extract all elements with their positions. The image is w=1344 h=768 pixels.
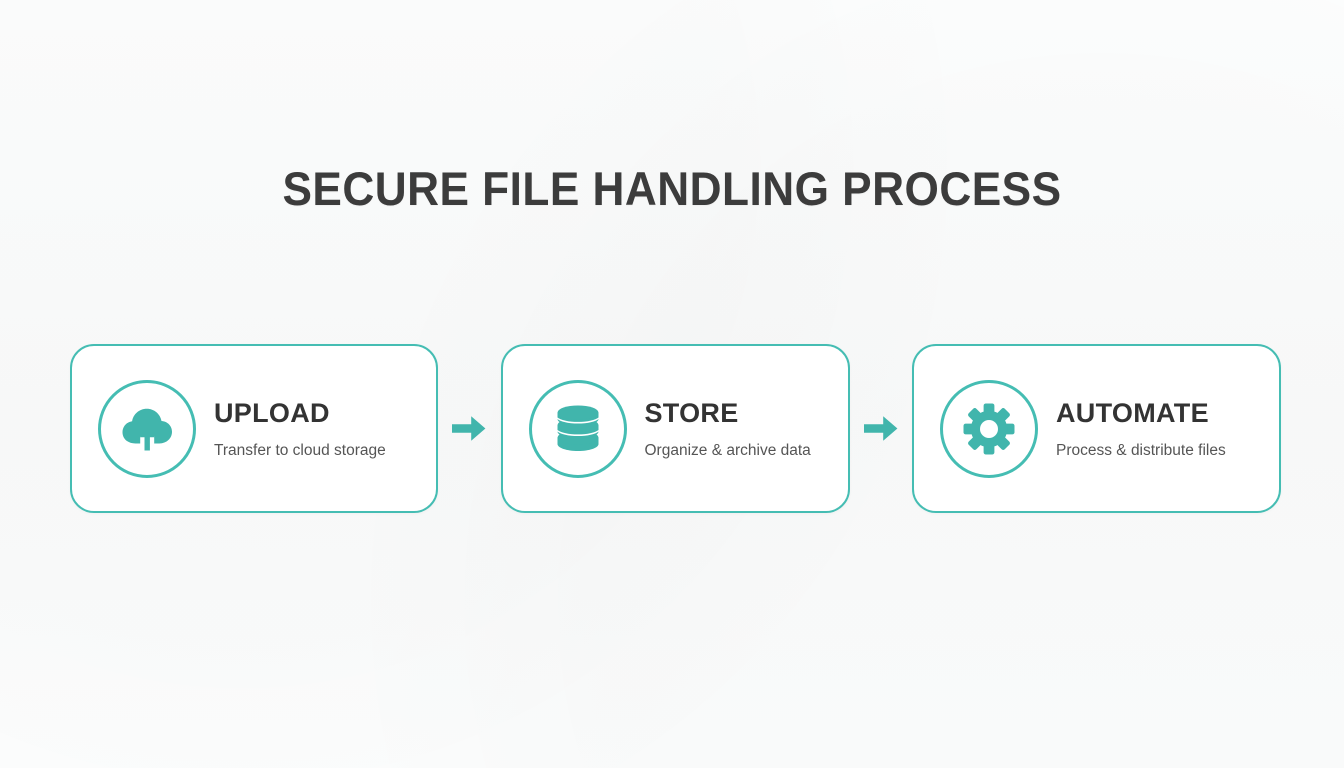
connector-arrow-1 — [450, 414, 488, 444]
step-subtitle: Transfer to cloud storage — [214, 441, 386, 459]
arrow-right-icon — [452, 415, 486, 442]
step-text-upload: UPLOAD Transfer to cloud storage — [214, 397, 386, 461]
icon-badge-store — [528, 379, 627, 478]
step-subtitle: Process & distribute files — [1056, 441, 1226, 459]
icon-badge-automate — [940, 379, 1038, 478]
step-heading: STORE — [644, 397, 739, 428]
step-heading: UPLOAD — [214, 397, 330, 428]
step-text-automate: AUTOMATE Process & distribute files — [1056, 397, 1226, 461]
icon-badge-upload — [98, 379, 196, 478]
process-step-upload[interactable]: UPLOAD Transfer to cloud storage — [70, 344, 438, 513]
process-step-store[interactable]: STORE Organize & archive data — [500, 344, 850, 513]
cloud-upload-icon — [120, 405, 174, 453]
page-title: SECURE FILE HANDLING PROCESS — [282, 162, 1062, 215]
step-text-store: STORE Organize & archive data — [645, 397, 811, 461]
process-flow: UPLOAD Transfer to cloud storage — [70, 344, 1281, 513]
arrow-right-icon — [863, 415, 898, 442]
gear-icon — [963, 403, 1015, 455]
step-heading: AUTOMATE — [1056, 397, 1209, 428]
database-icon — [554, 403, 602, 455]
step-subtitle: Organize & archive data — [644, 441, 811, 459]
process-step-automate[interactable]: AUTOMATE Process & distribute files — [912, 344, 1281, 513]
connector-arrow-2 — [862, 414, 900, 444]
